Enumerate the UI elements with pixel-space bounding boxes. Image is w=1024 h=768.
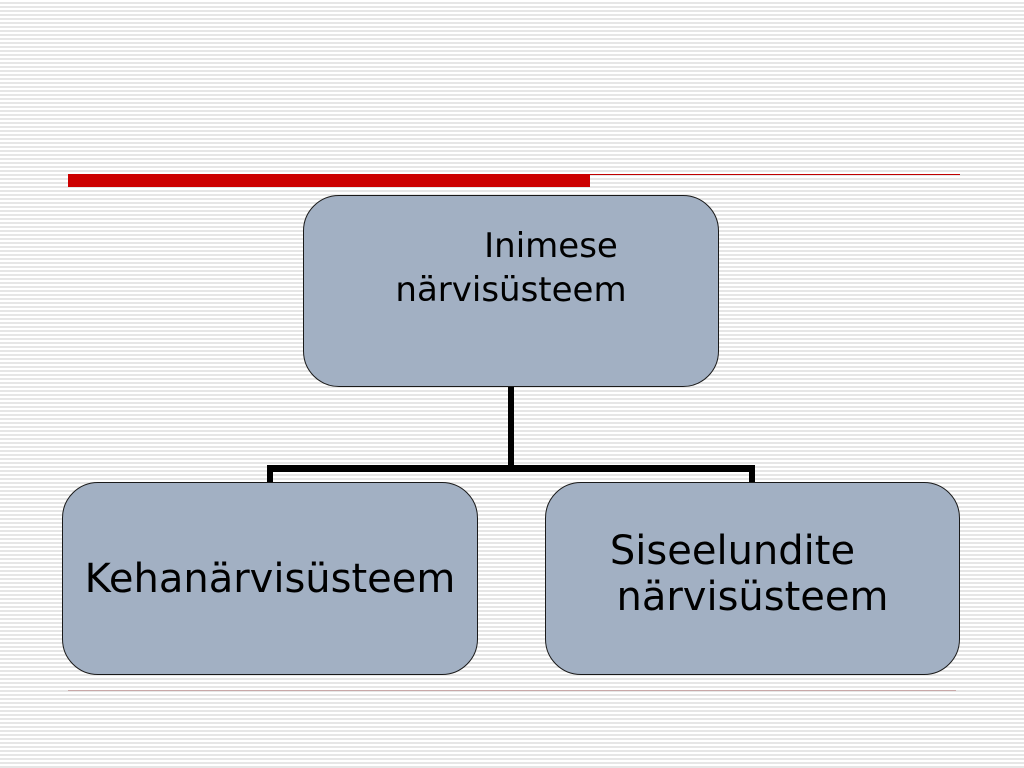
node-root-label-line-2: närvisüsteem bbox=[395, 270, 627, 310]
node-right-label-line-1: Siseelundite bbox=[609, 527, 856, 574]
connector-right-drop bbox=[749, 465, 755, 483]
node-autonomic-nervous-system[interactable]: Siseelundite närvisüsteem bbox=[545, 482, 960, 675]
title-accent-line bbox=[590, 174, 960, 175]
node-right-label-line-2: närvisüsteem bbox=[616, 573, 889, 620]
footer-divider-line bbox=[68, 690, 956, 691]
connector-crossbar bbox=[267, 465, 755, 472]
node-root-label-line-1: Inimese bbox=[484, 226, 618, 266]
connector-left-drop bbox=[267, 465, 273, 483]
connector-stem bbox=[508, 387, 514, 471]
title-accent-bar bbox=[68, 174, 590, 187]
node-left-label: Kehanärvisüsteem bbox=[84, 555, 456, 602]
node-somatic-nervous-system[interactable]: Kehanärvisüsteem bbox=[62, 482, 478, 675]
node-root-human-nervous-system[interactable]: Inimese närvisüsteem bbox=[303, 195, 719, 387]
